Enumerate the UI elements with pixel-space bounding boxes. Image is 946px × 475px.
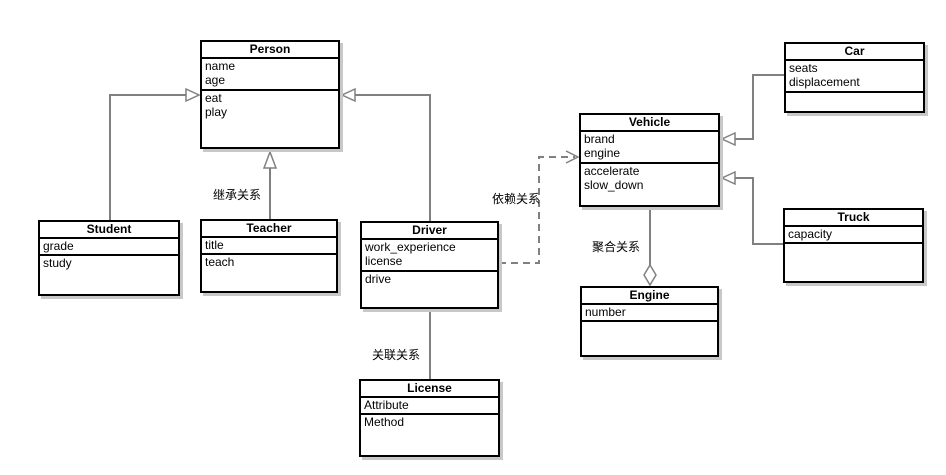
- label-dependency-relationship: 依赖关系: [492, 192, 541, 206]
- class-license-name: License: [361, 381, 498, 398]
- connector-vehicle-engine-aggregation[interactable]: [643, 207, 657, 287]
- class-truck-methods: [785, 244, 922, 281]
- method-line: teach: [205, 255, 235, 269]
- class-driver-methods: drive: [362, 272, 497, 307]
- method-line: slow_down: [584, 178, 644, 192]
- connector-student-person-inheritance[interactable]: [109, 87, 201, 220]
- class-car[interactable]: Car seats displacement: [784, 42, 925, 113]
- attribute-line: capacity: [788, 227, 833, 241]
- connector-driver-person-inheritance[interactable]: [340, 87, 431, 221]
- class-license-attributes: Attribute: [361, 398, 498, 415]
- label-association-relationship: 关联关系: [372, 348, 421, 362]
- class-student[interactable]: Student grade study: [38, 220, 180, 296]
- class-engine-attributes: number: [582, 305, 717, 322]
- class-person-methods: eat play: [202, 91, 338, 147]
- class-driver-attributes: work_experience license: [362, 240, 497, 272]
- method-line: study: [43, 256, 72, 270]
- attribute-line: license: [365, 254, 403, 268]
- attribute-line: name: [205, 59, 236, 73]
- connector-driver-vehicle-dependency[interactable]: [499, 150, 580, 264]
- class-teacher-name: Teacher: [202, 221, 336, 238]
- attribute-line: work_experience: [365, 240, 456, 254]
- class-teacher-attributes: title: [202, 238, 336, 255]
- label-inheritance-relationship: 继承关系: [213, 188, 262, 202]
- attribute-line: age: [205, 73, 226, 87]
- method-line: play: [205, 105, 228, 119]
- attribute-line: Attribute: [364, 398, 409, 412]
- class-car-name: Car: [786, 44, 923, 61]
- class-car-methods: [786, 93, 923, 111]
- method-line: eat: [205, 91, 222, 105]
- class-truck[interactable]: Truck capacity: [783, 208, 924, 283]
- attribute-line: seats: [789, 61, 818, 75]
- attribute-line: brand: [584, 132, 615, 146]
- class-license[interactable]: License Attribute Method: [359, 379, 500, 457]
- method-line: Method: [364, 415, 405, 429]
- connector-truck-vehicle-inheritance[interactable]: [720, 170, 783, 245]
- attribute-line: title: [205, 238, 224, 252]
- class-engine-name: Engine: [582, 288, 717, 305]
- class-vehicle-attributes: brand engine: [581, 132, 718, 164]
- method-line: accelerate: [584, 164, 640, 178]
- class-student-name: Student: [40, 222, 178, 239]
- class-vehicle-methods: accelerate slow_down: [581, 164, 718, 205]
- method-line: drive: [365, 272, 392, 286]
- class-truck-name: Truck: [785, 210, 922, 227]
- attribute-line: number: [585, 305, 626, 319]
- class-driver[interactable]: Driver work_experience license drive: [360, 221, 499, 309]
- class-vehicle-name: Vehicle: [581, 115, 718, 132]
- class-engine[interactable]: Engine number: [580, 286, 719, 357]
- class-person-name: Person: [202, 42, 338, 59]
- class-vehicle[interactable]: Vehicle brand engine accelerate slow_dow…: [579, 113, 720, 207]
- class-person[interactable]: Person name age eat play: [200, 40, 340, 149]
- class-truck-attributes: capacity: [785, 227, 922, 244]
- class-person-attributes: name age: [202, 59, 338, 91]
- connector-car-vehicle-inheritance[interactable]: [720, 74, 784, 147]
- class-engine-methods: [582, 322, 717, 355]
- class-teacher[interactable]: Teacher title teach: [200, 219, 338, 293]
- label-aggregation-relationship: 聚合关系: [592, 240, 641, 254]
- connector-teacher-person-inheritance[interactable]: [262, 149, 278, 219]
- class-license-methods: Method: [361, 415, 498, 455]
- attribute-line: grade: [43, 239, 74, 253]
- class-teacher-methods: teach: [202, 255, 336, 291]
- class-student-attributes: grade: [40, 239, 178, 256]
- attribute-line: engine: [584, 146, 621, 160]
- class-driver-name: Driver: [362, 223, 497, 240]
- class-student-methods: study: [40, 256, 178, 294]
- attribute-line: displacement: [789, 75, 860, 89]
- class-car-attributes: seats displacement: [786, 61, 923, 93]
